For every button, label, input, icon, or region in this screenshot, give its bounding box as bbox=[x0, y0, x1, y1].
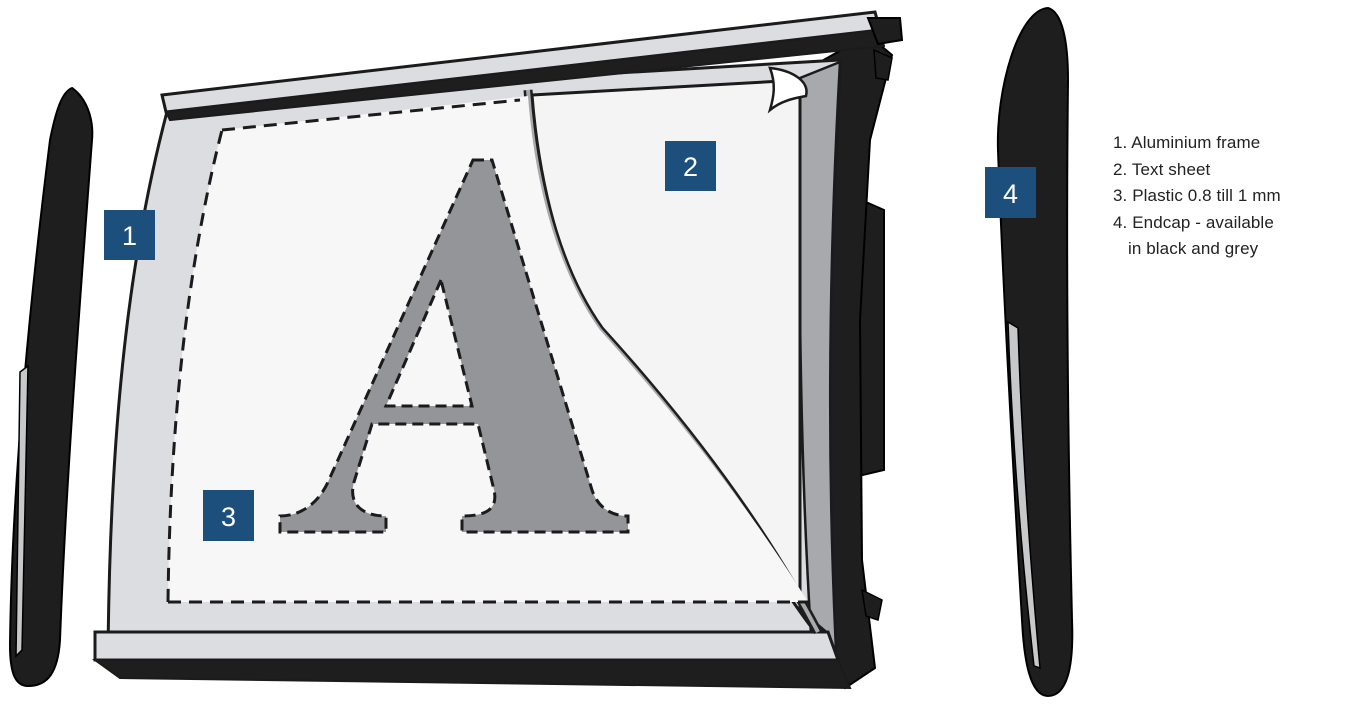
legend-item-4-continued: in black and grey bbox=[1113, 236, 1281, 263]
legend-item-3: 3. Plastic 0.8 till 1 mm bbox=[1113, 183, 1281, 210]
marker-2: 2 bbox=[665, 141, 716, 191]
marker-4: 4 bbox=[985, 167, 1036, 218]
marker-3-label: 3 bbox=[221, 502, 236, 532]
legend-item-1: 1. Aluminium frame bbox=[1113, 130, 1281, 157]
marker-2-label: 2 bbox=[683, 152, 698, 182]
marker-3: 3 bbox=[203, 490, 254, 541]
right-endcap bbox=[998, 8, 1072, 696]
left-endcap bbox=[10, 88, 92, 686]
marker-1-label: 1 bbox=[122, 221, 137, 251]
marker-4-label: 4 bbox=[1003, 179, 1018, 209]
marker-1: 1 bbox=[104, 210, 155, 260]
legend-item-4: 4. Endcap - available bbox=[1113, 210, 1281, 237]
legend-item-2: 2. Text sheet bbox=[1113, 157, 1281, 184]
legend: 1. Aluminium frame 2. Text sheet 3. Plas… bbox=[1113, 130, 1281, 263]
